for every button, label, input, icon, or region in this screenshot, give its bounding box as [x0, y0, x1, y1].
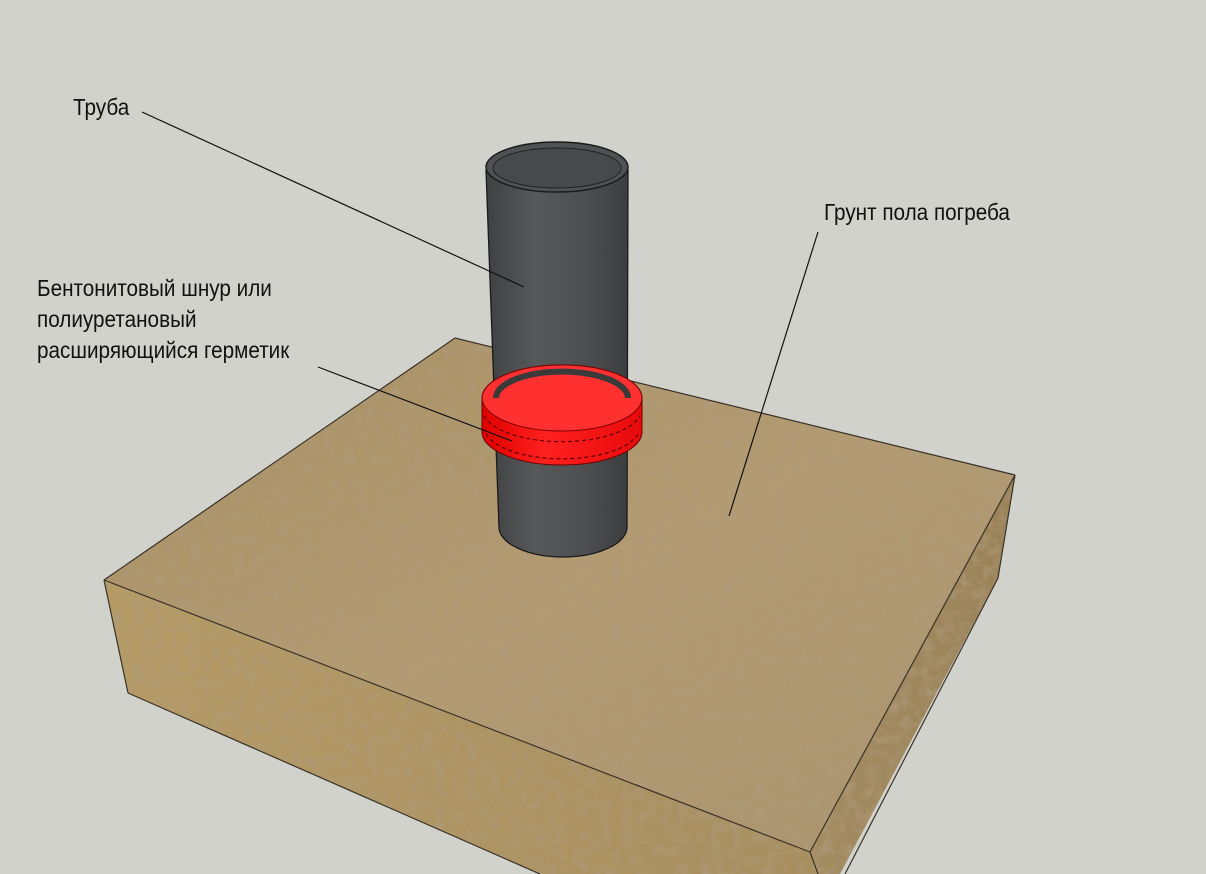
seal-label-line-3: расширяющийся герметик	[37, 337, 290, 363]
seal-label-line-1: Бентонитовый шнур или	[37, 275, 272, 301]
slab-front-face	[104, 580, 818, 874]
pipe-opening	[492, 147, 622, 189]
seal-ring-inner-edge	[493, 368, 631, 399]
seal-ring-seam	[483, 415, 641, 443]
seal-ring	[481, 364, 643, 466]
slab-side-face	[810, 475, 1015, 874]
seal-label-line-2: полиуретановый	[37, 306, 197, 332]
slab-top-face	[104, 338, 1015, 852]
seal-label: Бентонитовый шнур или полиуретановый рас…	[37, 273, 289, 366]
ground-slab	[103, 337, 1016, 874]
seal-ring-top	[481, 364, 643, 432]
ground-leader-line	[728, 231, 819, 517]
ground-label: Грунт пола погреба	[824, 199, 1010, 225]
pipe-leader-line	[141, 111, 525, 288]
pipe-label: Труба	[73, 94, 130, 120]
pipe	[485, 141, 629, 558]
seal-ring-bottom-seam	[485, 433, 639, 460]
seal-leader-line	[317, 366, 513, 442]
pipe-body	[485, 169, 629, 558]
leader-lines	[141, 111, 819, 517]
